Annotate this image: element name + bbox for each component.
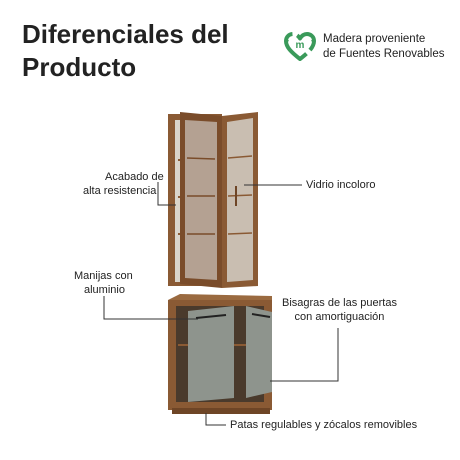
glass-callout: Vidrio incoloro [306,179,376,191]
lower-cabinet [168,294,272,414]
handles-callout-line-1: Manijas con [74,270,133,282]
hinges-callout-line [270,328,339,382]
finish-callout-line-1: Acabado de [105,171,164,183]
finish-callout-line-2: alta resistencia [83,185,157,197]
hinges-callout-line-1: Bisagras de las puertas [282,297,397,309]
hinges-callout-line-2: con amortiguación [294,311,385,323]
badge-text-line-2: de Fuentes Renovables [323,48,445,60]
renewable-wood-badge: m Madera proveniente de Fuentes Renovabl… [283,32,444,62]
finish-callout: Acabado de alta resistencia [83,170,164,198]
page-title-line-2: Producto [22,52,137,82]
page-title: Diferenciales del Producto [22,18,252,84]
handles-callout-line [103,296,198,320]
badge-text-line-1: Madera proveniente [323,33,426,45]
finish-callout-line [157,182,176,206]
legs-callout: Patas regulables y zócalos removibles [230,419,418,431]
page-title-line-1: Diferenciales del [22,19,229,49]
badge-text: Madera proveniente de Fuentes Renovables [323,32,444,62]
handles-callout: Manijas con aluminio [74,269,133,297]
brand-letter: m [296,40,305,51]
recycle-heart-icon: m [284,32,316,61]
hinges-callout: Bisagras de las puertas con amortiguació… [282,296,397,324]
handles-callout-line-2: aluminio [84,284,125,296]
legs-callout-line [205,413,226,426]
upper-cabinet [168,112,258,288]
